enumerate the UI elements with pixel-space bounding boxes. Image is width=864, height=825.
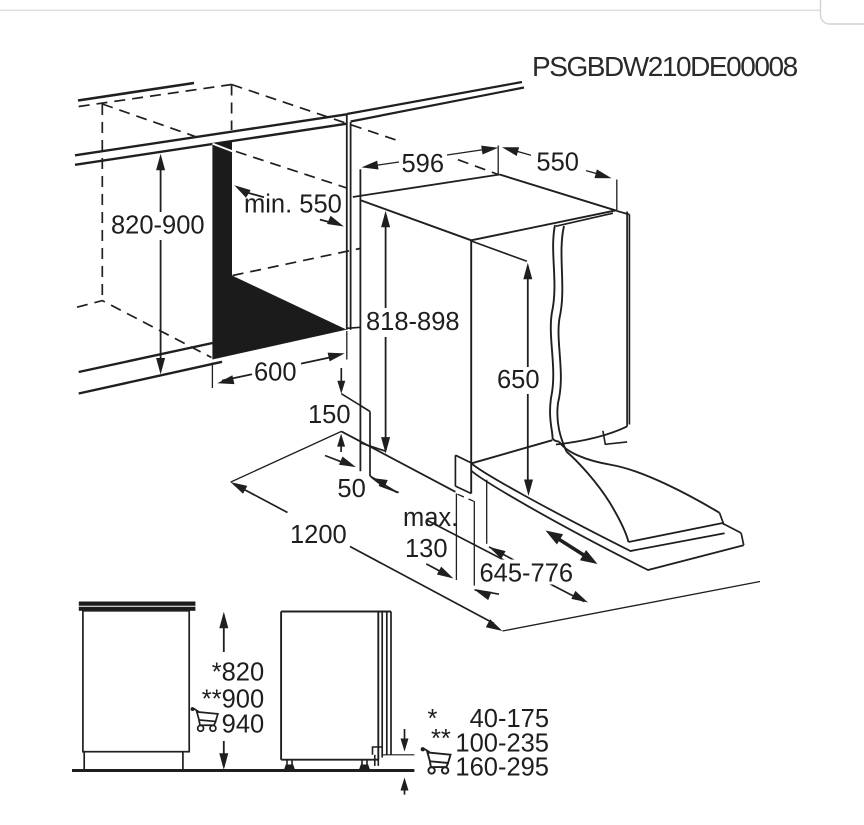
svg-text:1200: 1200 bbox=[290, 521, 347, 549]
svg-text:650: 650 bbox=[497, 366, 540, 394]
svg-text:PSGBDW210DE00008: PSGBDW210DE00008 bbox=[532, 51, 798, 82]
svg-text:min. 550: min. 550 bbox=[244, 191, 342, 219]
svg-text:818-898: 818-898 bbox=[366, 308, 460, 336]
svg-text:596: 596 bbox=[402, 150, 445, 178]
svg-text:max.: max. bbox=[403, 504, 458, 532]
svg-text:**900: **900 bbox=[202, 686, 264, 714]
svg-text:100-235: 100-235 bbox=[455, 730, 549, 758]
svg-text:645-776: 645-776 bbox=[480, 560, 574, 588]
svg-text:550: 550 bbox=[536, 149, 579, 177]
svg-text:*820: *820 bbox=[212, 659, 264, 687]
svg-text:50: 50 bbox=[337, 475, 365, 503]
svg-text:820-900: 820-900 bbox=[111, 212, 205, 240]
svg-text:160-295: 160-295 bbox=[455, 754, 549, 782]
svg-text:940: 940 bbox=[222, 711, 265, 739]
svg-text:600: 600 bbox=[254, 359, 297, 387]
svg-text:40-175: 40-175 bbox=[470, 705, 549, 733]
svg-text:*: * bbox=[428, 705, 438, 733]
svg-text:130: 130 bbox=[405, 535, 448, 563]
svg-text:**: ** bbox=[431, 725, 451, 753]
svg-text:150: 150 bbox=[308, 401, 351, 429]
